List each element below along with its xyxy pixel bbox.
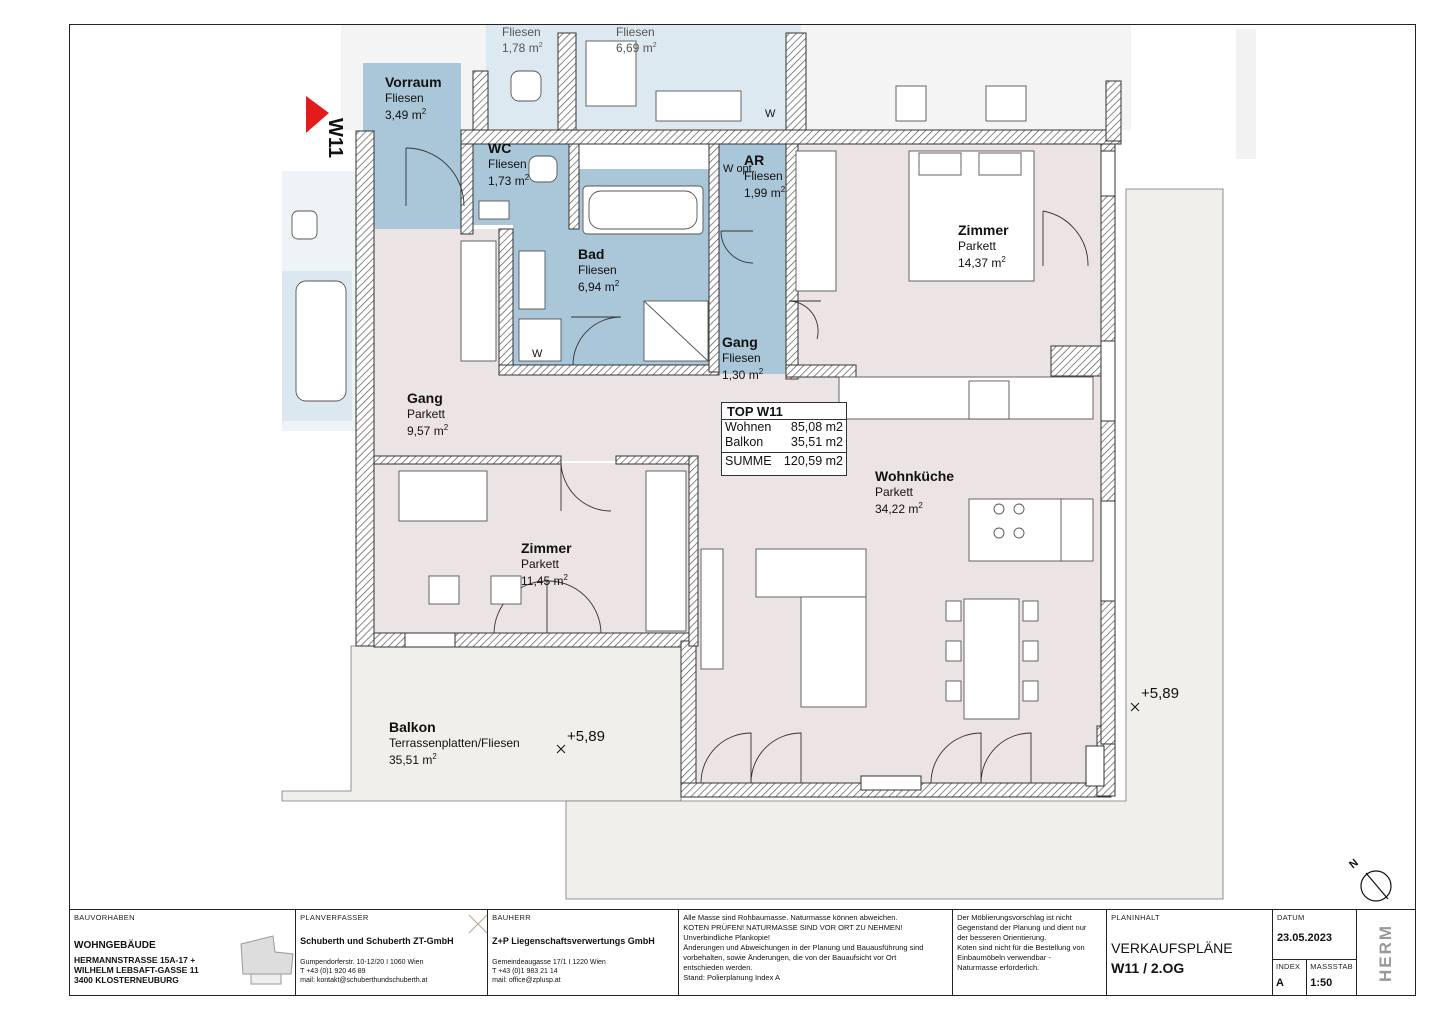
planverfasser-logo-icon (468, 914, 488, 934)
fixture-mark-w-opt: W opt. (723, 163, 755, 175)
tb-planverfasser: PLANVERFASSER Schuberth und Schuberth ZT… (296, 910, 489, 995)
furniture (291, 40, 1094, 720)
tb-bauherr: BAUHERR Z+P Liegenschaftsverwertungs Gmb… (488, 910, 680, 995)
neighbor-strip-right (1236, 29, 1256, 159)
elevation-balkon: +5,89 (567, 728, 605, 745)
elevation-symbols (556, 702, 1140, 754)
tb-bauvorhaben: BAUVORHABEN WOHNGEBÄUDE HERMANNSTRASSE 1… (70, 910, 297, 995)
north-arrow-icon (1360, 870, 1392, 902)
site-plan-thumbnail (240, 935, 294, 985)
tb-planinhalt: PLANINHALT VERKAUFSPLÄNE W11 / 2.OG (1107, 910, 1273, 995)
tb-datum-index: DATUM 23.05.2023 INDEX A MASSSTAB 1:50 (1272, 910, 1357, 995)
area-summary-title: TOP W11 (722, 403, 846, 420)
title-block: BAUVORHABEN WOHNGEBÄUDE HERMANNSTRASSE 1… (69, 910, 1416, 996)
floor-vorraum (363, 63, 461, 229)
tb-notes-1: Alle Masse sind Rohbaumasse. Naturmasse … (679, 910, 954, 995)
windows (404, 150, 1116, 791)
doors (405, 147, 1089, 784)
fixture-mark-w1: W (532, 348, 543, 360)
elevation-terrace: +5,89 (1141, 685, 1179, 702)
terrace-surface (565, 188, 1224, 900)
unit-marker-icon (306, 96, 329, 133)
tb-brand: HERM (1375, 923, 1395, 982)
floor-ar (719, 144, 789, 286)
floor-gang-small (719, 286, 789, 374)
walls (355, 32, 1122, 798)
fixture-mark-w2: W (765, 108, 776, 120)
apartment-tag: W11 (324, 118, 346, 159)
